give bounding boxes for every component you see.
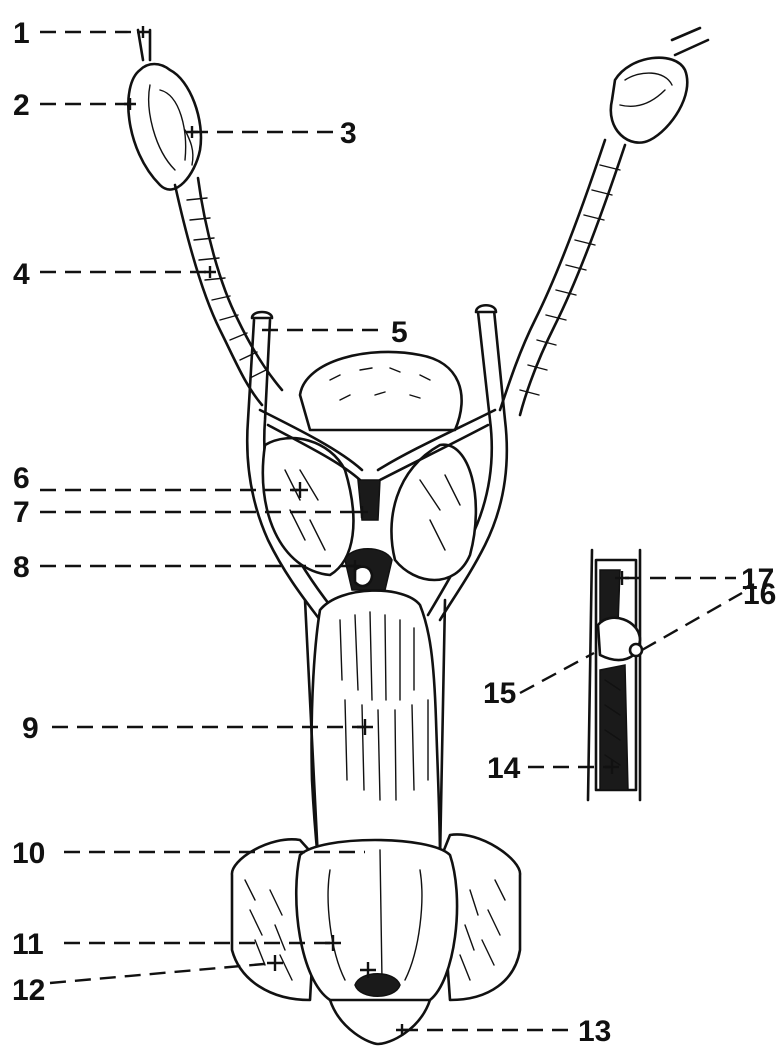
leader-16 (642, 593, 742, 650)
left-testis (128, 30, 201, 190)
label-9: 9 (22, 712, 39, 745)
label-4: 4 (13, 258, 30, 291)
label-7: 7 (13, 496, 30, 529)
right-vas-deferens (500, 140, 625, 415)
label-17: 17 (741, 563, 774, 596)
label-6: 6 (13, 462, 30, 495)
right-testis (611, 28, 708, 143)
label-3: 3 (340, 117, 357, 150)
label-12: 12 (12, 974, 45, 1007)
leader-15 (520, 653, 594, 693)
cross-4 (204, 266, 216, 278)
urethra-body (305, 549, 445, 860)
left-vas-deferens (175, 178, 282, 405)
label-10: 10 (12, 837, 45, 870)
label-11: 11 (12, 928, 44, 961)
bladder-region (260, 352, 495, 580)
label-5: 5 (391, 316, 408, 349)
inset-detail (588, 550, 642, 800)
penile-bulb (232, 834, 520, 1044)
label-13: 13 (578, 1015, 611, 1046)
label-1: 1 (13, 17, 30, 50)
label-15: 15 (483, 677, 516, 710)
label-2: 2 (13, 89, 30, 122)
label-8: 8 (13, 551, 30, 584)
label-14: 14 (487, 752, 521, 785)
anatomy-drawing (128, 28, 708, 1044)
